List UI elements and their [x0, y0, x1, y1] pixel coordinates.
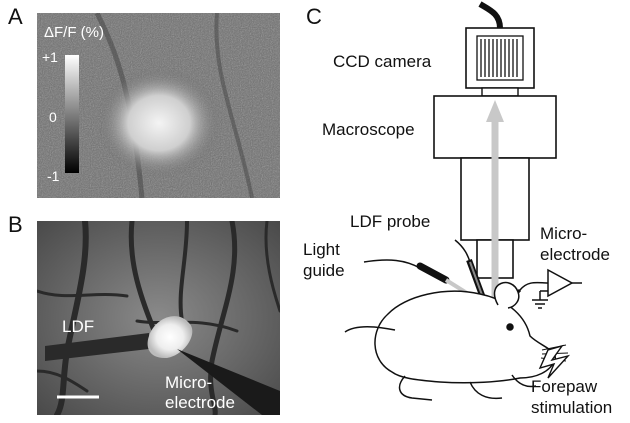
ldf-probe	[454, 239, 489, 308]
colorbar-max-label: +1	[42, 49, 58, 65]
microelectrode-label-line2: electrode	[165, 393, 235, 412]
panel-b-image: LDF Micro- electrode	[37, 221, 280, 415]
light-guide-label-line1: Light	[303, 240, 340, 259]
microelectrode-label-line1: Micro-	[540, 224, 588, 243]
ldf-label: LDF	[62, 317, 95, 336]
microelectrode-circuit	[501, 268, 582, 310]
activation-region	[147, 316, 193, 359]
ccd-camera-label: CCD camera	[333, 52, 432, 71]
microelectrode-label-line2: electrode	[540, 245, 610, 264]
panel-a-letter: A	[8, 4, 23, 29]
microelectrode-label-line1: Micro-	[165, 373, 213, 392]
panel-c-letter: C	[306, 4, 322, 29]
ldf-probe-tip	[45, 333, 149, 361]
forepaw-stimulation-label-line1: Forepaw	[531, 377, 598, 396]
light-guide	[363, 259, 496, 312]
colorbar	[65, 55, 79, 173]
microelectrode-shaft	[177, 349, 280, 415]
colorbar-title: ΔF/F (%)	[44, 24, 105, 41]
macroscope	[433, 95, 557, 279]
ccd-camera	[465, 27, 535, 97]
colorbar-min-label: -1	[47, 168, 60, 184]
panel-a-image: ΔF/F (%) +1 0 -1	[37, 13, 280, 198]
camera-cable	[478, 1, 503, 29]
panel-b-cortex-photo	[37, 221, 280, 415]
stimulation-bolt-icon	[538, 344, 571, 379]
panel-b-letter: B	[8, 212, 23, 237]
activation-spot	[97, 68, 221, 178]
panel-a-fluorescence-map	[37, 13, 280, 198]
ldf-probe-label: LDF probe	[350, 212, 431, 231]
light-path-arrow	[486, 100, 504, 310]
forepaw-stimulation-label-line2: stimulation	[531, 398, 613, 417]
colorbar-mid-label: 0	[49, 109, 57, 125]
light-guide-label-line2: guide	[303, 261, 345, 280]
macroscope-label: Macroscope	[322, 120, 415, 139]
